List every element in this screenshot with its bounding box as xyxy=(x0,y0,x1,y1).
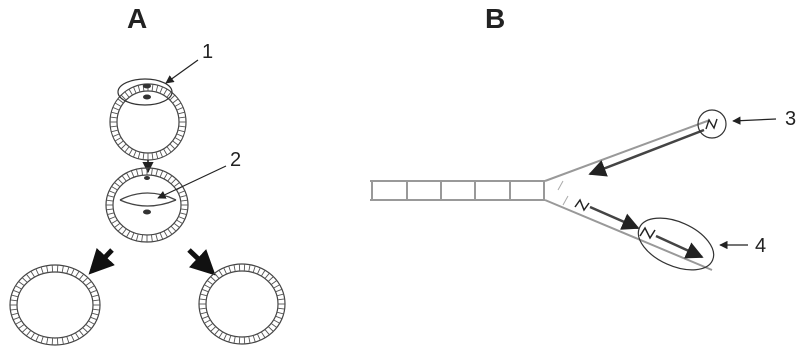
callout-3-label: 3 xyxy=(785,108,796,130)
callout-2: 2 xyxy=(158,149,241,198)
callout-1-label: 1 xyxy=(202,41,213,63)
lagging-strand xyxy=(575,200,702,257)
origin-highlight xyxy=(118,79,172,105)
leading-strand xyxy=(590,130,704,174)
callout-2-label: 2 xyxy=(230,149,241,171)
chromosome-ring-daughter-right xyxy=(199,264,285,344)
arrow-right-icon xyxy=(189,250,212,272)
daughter-arrows xyxy=(92,250,212,272)
callout-1: 1 xyxy=(166,41,213,83)
callout-3: 3 xyxy=(733,108,796,130)
arrow-left-icon xyxy=(92,250,112,271)
callout-4: 4 xyxy=(720,235,766,257)
panel-b-label: B xyxy=(485,3,505,34)
chromosome-ring-daughter-left xyxy=(10,265,100,345)
primer-circle xyxy=(698,110,726,138)
panel-a-label: A xyxy=(127,3,147,34)
replication-fork xyxy=(545,120,712,270)
dna-ladder xyxy=(370,181,545,200)
callout-4-label: 4 xyxy=(755,235,766,257)
